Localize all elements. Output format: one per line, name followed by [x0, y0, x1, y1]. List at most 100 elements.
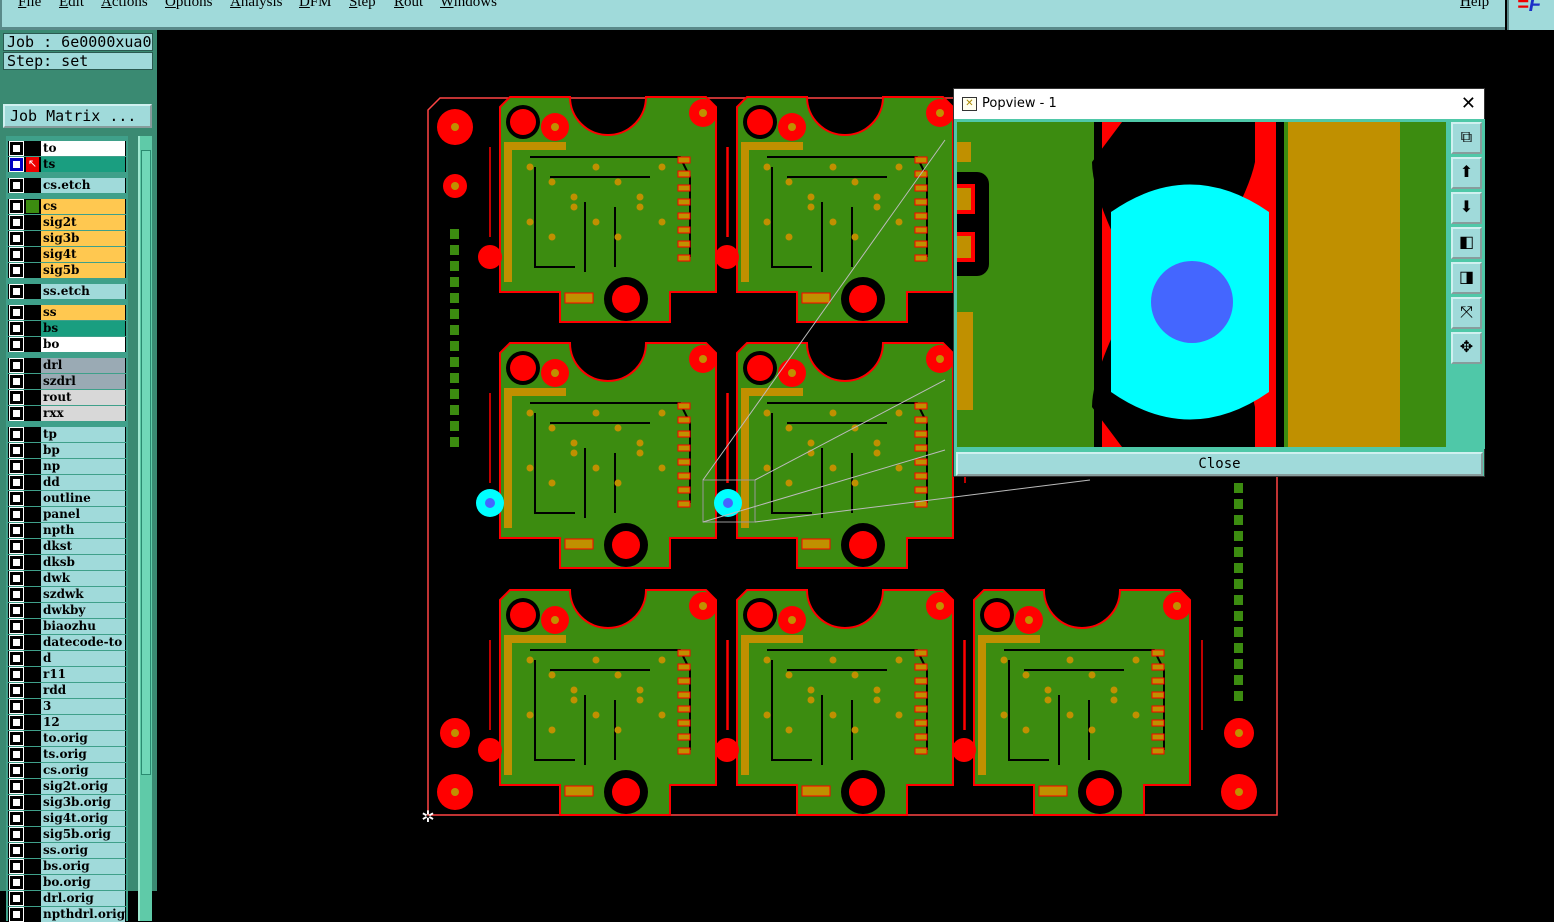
layer-checkbox[interactable] [9, 406, 24, 421]
layer-row-szdrl[interactable]: szdrl [8, 374, 126, 389]
layer-checkbox[interactable] [9, 779, 24, 794]
layer-checkbox[interactable] [9, 305, 24, 320]
layer-row-dd[interactable]: dd [8, 475, 126, 490]
menu-windows[interactable]: Windows [440, 0, 497, 10]
menu-file[interactable]: File [18, 0, 42, 10]
layer-row-bo[interactable]: bo [8, 337, 126, 352]
popview-titlebar[interactable]: ✕ Popview - 1 ✕ [954, 89, 1484, 119]
layer-row-d[interactable]: d [8, 651, 126, 666]
layer-name[interactable]: cs.etch [41, 178, 125, 193]
layer-name[interactable]: biaozhu [41, 619, 125, 634]
layer-name[interactable]: tp [41, 427, 125, 442]
layer-checkbox[interactable] [9, 215, 24, 230]
menu-rout[interactable]: Rout [394, 0, 424, 10]
layer-checkbox[interactable] [9, 571, 24, 586]
layer-row-to[interactable]: to [8, 141, 126, 156]
layer-row-sig4t[interactable]: sig4t [8, 247, 126, 262]
layer-row-npth[interactable]: npth [8, 523, 126, 538]
layer-name[interactable]: sig2t [41, 215, 125, 230]
layer-row-ss.etch[interactable]: ss.etch [8, 284, 126, 299]
layer-checkbox[interactable] [9, 731, 24, 746]
popview-zoomed-view[interactable] [957, 122, 1446, 447]
zoom-out-down-icon[interactable]: ⬇ [1451, 192, 1482, 224]
layer-name[interactable]: d [41, 651, 125, 666]
pan-right-icon[interactable]: ◨ [1451, 262, 1482, 294]
layer-name[interactable]: sig4t [41, 247, 125, 262]
close-button[interactable]: Close [956, 452, 1483, 476]
layer-checkbox[interactable] [9, 475, 24, 490]
layer-checkbox[interactable] [9, 443, 24, 458]
layer-row-bo.orig[interactable]: bo.orig [8, 875, 126, 890]
layer-checkbox[interactable] [9, 907, 24, 922]
layer-name[interactable]: dwk [41, 571, 125, 586]
layer-row-rout[interactable]: rout [8, 390, 126, 405]
menu-actions[interactable]: Actions [101, 0, 148, 10]
layer-name[interactable]: szdrl [41, 374, 125, 389]
layer-row-r11[interactable]: r11 [8, 667, 126, 682]
layer-name[interactable]: npth [41, 523, 125, 538]
layer-name[interactable]: ts.orig [41, 747, 125, 762]
layer-row-cs[interactable]: cs [8, 199, 126, 214]
layer-row-ts[interactable]: ↖ts [8, 157, 126, 172]
layer-checkbox[interactable] [9, 683, 24, 698]
layer-row-cs.orig[interactable]: cs.orig [8, 763, 126, 778]
layer-name[interactable]: sig4t.orig [41, 811, 125, 826]
layer-name[interactable]: datecode-to [41, 635, 125, 650]
layer-checkbox[interactable] [9, 827, 24, 842]
job-matrix-button[interactable]: Job Matrix ... [3, 104, 152, 128]
layer-row-sig5b[interactable]: sig5b [8, 263, 126, 278]
layer-checkbox[interactable] [9, 859, 24, 874]
layer-row-datecode-to[interactable]: datecode-to [8, 635, 126, 650]
layer-checkbox[interactable] [9, 321, 24, 336]
layer-row-sig5b.orig[interactable]: sig5b.orig [8, 827, 126, 842]
layer-checkbox[interactable] [9, 747, 24, 762]
layer-checkbox[interactable] [9, 157, 24, 172]
close-icon[interactable]: ✕ [1460, 93, 1476, 114]
layer-name[interactable]: cs [41, 199, 125, 214]
layer-checkbox[interactable] [9, 374, 24, 389]
layer-row-bs[interactable]: bs [8, 321, 126, 336]
layer-name[interactable]: rxx [41, 406, 125, 421]
layer-checkbox[interactable] [9, 141, 24, 156]
pcb-panel-view[interactable]: ✲ [157, 30, 1554, 891]
layer-checkbox[interactable] [9, 178, 24, 193]
layer-name[interactable]: to [41, 141, 125, 156]
layer-name[interactable]: ts [41, 157, 125, 172]
layer-row-ss[interactable]: ss [8, 305, 126, 320]
layer-row-ss.orig[interactable]: ss.orig [8, 843, 126, 858]
layer-name[interactable]: ss.orig [41, 843, 125, 858]
layer-checkbox[interactable] [9, 603, 24, 618]
layer-name[interactable]: np [41, 459, 125, 474]
pan-left-icon[interactable]: ◧ [1451, 227, 1482, 259]
layer-row-cs.etch[interactable]: cs.etch [8, 178, 126, 193]
layer-row-drl[interactable]: drl [8, 358, 126, 373]
layer-checkbox[interactable] [9, 523, 24, 538]
layer-checkbox[interactable] [9, 651, 24, 666]
layer-name[interactable]: dd [41, 475, 125, 490]
layer-row-sig2t.orig[interactable]: sig2t.orig [8, 779, 126, 794]
layer-checkbox[interactable] [9, 795, 24, 810]
layer-row-dkst[interactable]: dkst [8, 539, 126, 554]
layer-row-szdwk[interactable]: szdwk [8, 587, 126, 602]
menu-step[interactable]: Step [349, 0, 376, 10]
layer-checkbox[interactable] [9, 231, 24, 246]
layer-row-sig3b[interactable]: sig3b [8, 231, 126, 246]
layer-row-dwk[interactable]: dwk [8, 571, 126, 586]
layer-row-tp[interactable]: tp [8, 427, 126, 442]
layer-checkbox[interactable] [9, 699, 24, 714]
layer-row-sig4t.orig[interactable]: sig4t.orig [8, 811, 126, 826]
layer-name[interactable]: bs.orig [41, 859, 125, 874]
menu-edit[interactable]: Edit [59, 0, 85, 10]
layer-checkbox[interactable] [9, 619, 24, 634]
layer-name[interactable]: drl.orig [41, 891, 125, 906]
layer-checkbox[interactable] [9, 587, 24, 602]
zoom-back-icon[interactable]: ⧉ [1451, 122, 1482, 154]
layer-row-3[interactable]: 3 [8, 699, 126, 714]
layer-checkbox[interactable] [9, 427, 24, 442]
layer-row-rxx[interactable]: rxx [8, 406, 126, 421]
layer-name[interactable]: r11 [41, 667, 125, 682]
layer-name[interactable]: sig5b [41, 263, 125, 278]
layer-name[interactable]: ss [41, 305, 125, 320]
layer-name[interactable]: drl [41, 358, 125, 373]
layer-row-np[interactable]: np [8, 459, 126, 474]
